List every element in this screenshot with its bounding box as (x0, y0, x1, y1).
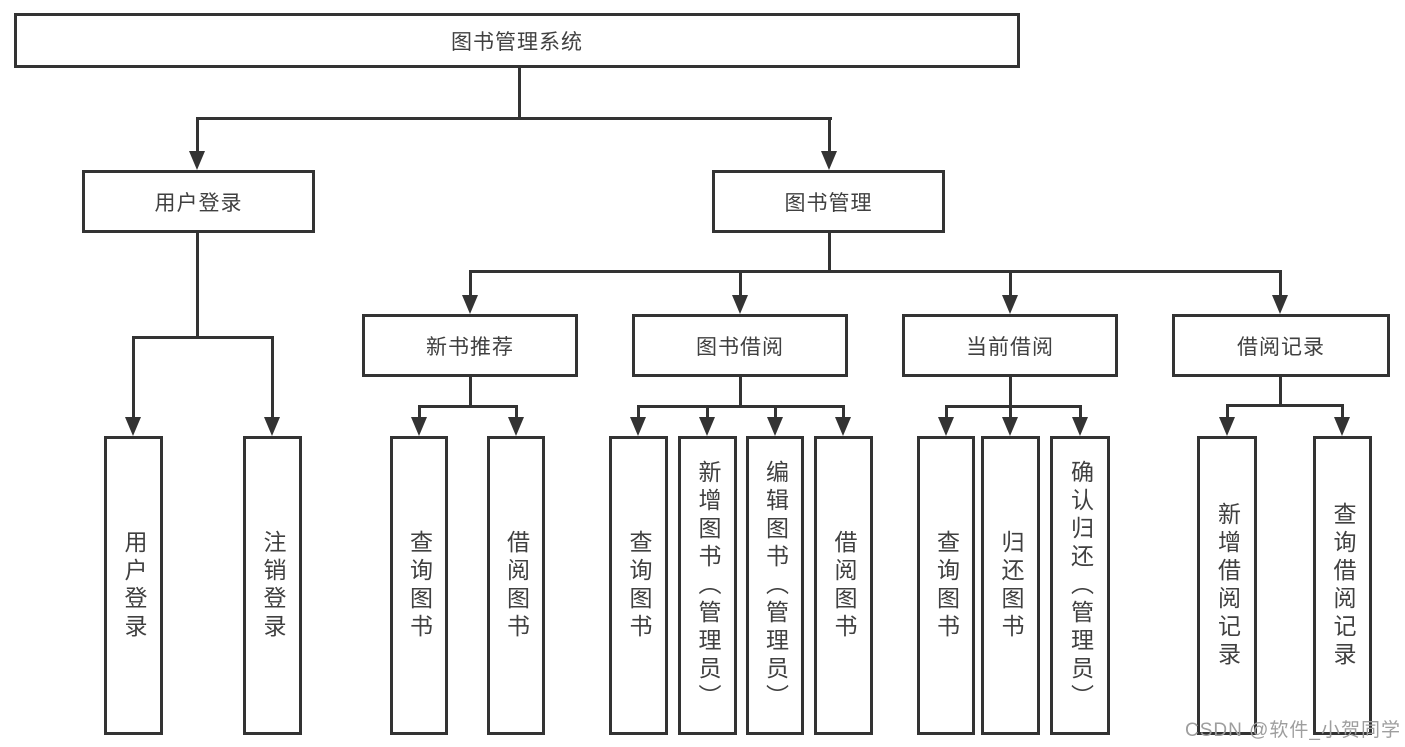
connector-line (196, 233, 199, 338)
leaf-records-query-record-label: 查询借阅记录 (1330, 501, 1356, 670)
arrowhead-down-icon (699, 417, 715, 436)
leaf-borrow-borrow-books-label: 借阅图书 (831, 529, 857, 642)
arrowhead-down-icon (508, 417, 524, 436)
connector-line (1079, 405, 1082, 420)
leaf-records-add-record-label: 新增借阅记录 (1214, 501, 1241, 670)
arrowhead-down-icon (821, 151, 837, 170)
node-root-label: 图书管理系统 (451, 30, 583, 54)
node-borrow-records-label: 借阅记录 (1237, 335, 1325, 359)
leaf-current-confirm-return-admin: 确认归还（管理员） (1050, 436, 1110, 735)
leaf-logout: 注销登录 (243, 436, 302, 735)
connector-line (469, 377, 472, 408)
arrowhead-down-icon (462, 295, 478, 314)
connector-line (828, 233, 831, 272)
leaf-recommend-borrow-books-label: 借阅图书 (503, 529, 530, 642)
leaf-borrow-query-books-label: 查询图书 (626, 529, 652, 642)
connector-line (518, 68, 521, 120)
arrowhead-down-icon (630, 417, 646, 436)
connector-line (515, 405, 518, 420)
connector-line (132, 336, 274, 339)
node-new-book-recommend: 新书推荐 (362, 314, 578, 377)
arrowhead-down-icon (1072, 417, 1088, 436)
connector-line (842, 405, 845, 420)
leaf-borrow-edit-books-admin-label: 编辑图书（管理员） (762, 459, 789, 712)
leaf-user-login: 用户登录 (104, 436, 163, 735)
leaf-logout-label: 注销登录 (260, 529, 286, 642)
node-book-management: 图书管理 (712, 170, 945, 233)
leaf-recommend-borrow-books: 借阅图书 (487, 436, 545, 735)
connector-line (418, 405, 518, 408)
connector-line (739, 377, 742, 408)
connector-line (1009, 270, 1012, 298)
node-new-book-recommend-label: 新书推荐 (426, 335, 514, 359)
leaf-records-add-record: 新增借阅记录 (1197, 436, 1257, 735)
connector-line (469, 270, 1282, 273)
arrowhead-down-icon (264, 417, 280, 436)
arrowhead-down-icon (1219, 417, 1235, 436)
arrowhead-down-icon (1334, 417, 1350, 436)
leaf-recommend-query-books: 查询图书 (390, 436, 448, 735)
arrowhead-down-icon (1002, 417, 1018, 436)
node-root: 图书管理系统 (14, 13, 1020, 68)
node-user-login-label: 用户登录 (154, 191, 243, 215)
connector-line (196, 117, 832, 120)
connector-line (1279, 270, 1282, 298)
connector-line (469, 270, 472, 298)
arrowhead-down-icon (732, 295, 748, 314)
connector-line (1341, 404, 1344, 420)
arrowhead-down-icon (411, 417, 427, 436)
node-book-management-label: 图书管理 (784, 191, 873, 215)
node-book-borrow-label: 图书借阅 (696, 335, 784, 359)
connector-line (418, 405, 421, 420)
node-current-borrow-label: 当前借阅 (966, 335, 1054, 359)
leaf-records-query-record: 查询借阅记录 (1313, 436, 1372, 735)
arrowhead-down-icon (938, 417, 954, 436)
connector-line (271, 336, 274, 420)
connector-line (1009, 377, 1012, 408)
connector-line (637, 405, 845, 408)
leaf-current-return-books: 归还图书 (981, 436, 1040, 735)
leaf-borrow-add-books-admin: 新增图书（管理员） (678, 436, 737, 735)
connector-line (706, 405, 709, 420)
leaf-borrow-query-books: 查询图书 (609, 436, 668, 735)
connector-line (1226, 404, 1344, 407)
connector-line (1009, 405, 1012, 420)
leaf-borrow-edit-books-admin: 编辑图书（管理员） (746, 436, 804, 735)
node-user-login: 用户登录 (82, 170, 315, 233)
arrowhead-down-icon (125, 417, 141, 436)
node-book-borrow: 图书借阅 (632, 314, 848, 377)
leaf-current-query-books-label: 查询图书 (933, 529, 960, 642)
leaf-borrow-add-books-admin-label: 新增图书（管理员） (695, 459, 721, 712)
node-borrow-records: 借阅记录 (1172, 314, 1390, 377)
leaf-current-confirm-return-admin-label: 确认归还（管理员） (1067, 459, 1094, 712)
leaf-current-return-books-label: 归还图书 (998, 529, 1024, 642)
connector-line (945, 405, 1082, 408)
leaf-current-query-books: 查询图书 (917, 436, 975, 735)
leaf-recommend-query-books-label: 查询图书 (406, 529, 433, 642)
arrowhead-down-icon (189, 151, 205, 170)
node-current-borrow: 当前借阅 (902, 314, 1118, 377)
connector-line (739, 270, 742, 298)
connector-line (196, 117, 199, 155)
arrowhead-down-icon (1272, 295, 1288, 314)
connector-line (132, 336, 135, 420)
arrowhead-down-icon (767, 417, 783, 436)
connector-line (828, 117, 831, 155)
arrowhead-down-icon (1002, 295, 1018, 314)
watermark-text: CSDN @软件_小贺同学 (1185, 720, 1401, 741)
connector-line (1279, 377, 1282, 407)
connector-line (945, 405, 948, 420)
leaf-user-login-label: 用户登录 (121, 529, 147, 642)
leaf-borrow-borrow-books: 借阅图书 (814, 436, 873, 735)
connector-line (774, 405, 777, 420)
arrowhead-down-icon (835, 417, 851, 436)
connector-line (1226, 404, 1229, 420)
connector-line (637, 405, 640, 420)
